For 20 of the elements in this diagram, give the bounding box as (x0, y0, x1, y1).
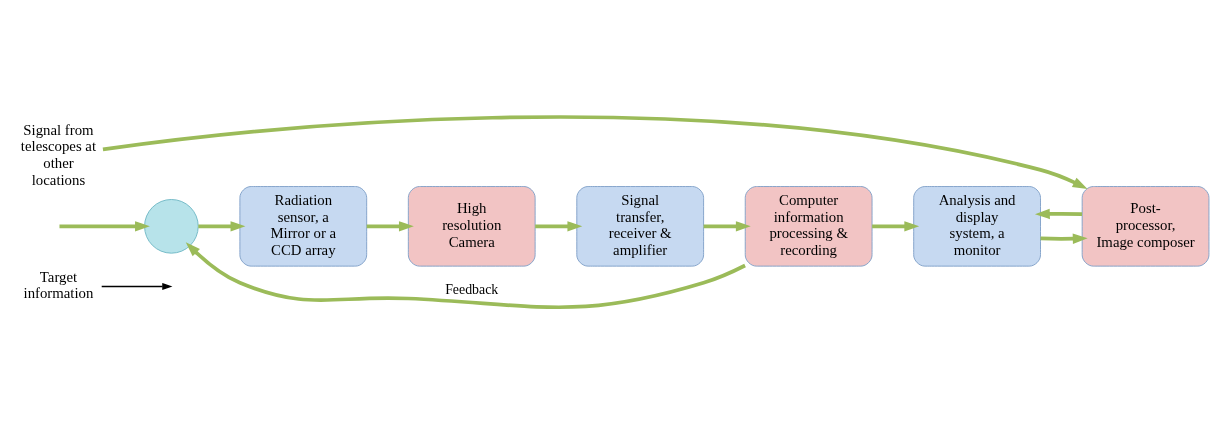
node-box: Signal transfer, receiver & amplifier (576, 185, 705, 267)
node-box: Computer information processing & recording (744, 185, 873, 267)
node-text: Signal from telescopes at other locations (20, 121, 97, 187)
arrow (1034, 208, 1083, 219)
arrow (59, 220, 150, 232)
edge-label: Feedback (445, 281, 499, 297)
arrow (198, 220, 246, 232)
arrow (101, 282, 173, 290)
arrow (185, 241, 746, 309)
arrow (703, 220, 751, 232)
node-box: Post-processor, Image composer (1081, 185, 1210, 267)
node-box: Radiation sensor, a Mirror or a CCD array (239, 185, 368, 267)
node-text: Target information (23, 268, 94, 301)
arrow (872, 220, 920, 232)
arrow (366, 220, 414, 232)
arrow (102, 114, 1088, 189)
node-box: Analysis and display system, a monitor (913, 185, 1041, 267)
node-box: High resolution Camera (407, 185, 536, 267)
arrow (535, 220, 583, 232)
arrow (1040, 233, 1088, 244)
